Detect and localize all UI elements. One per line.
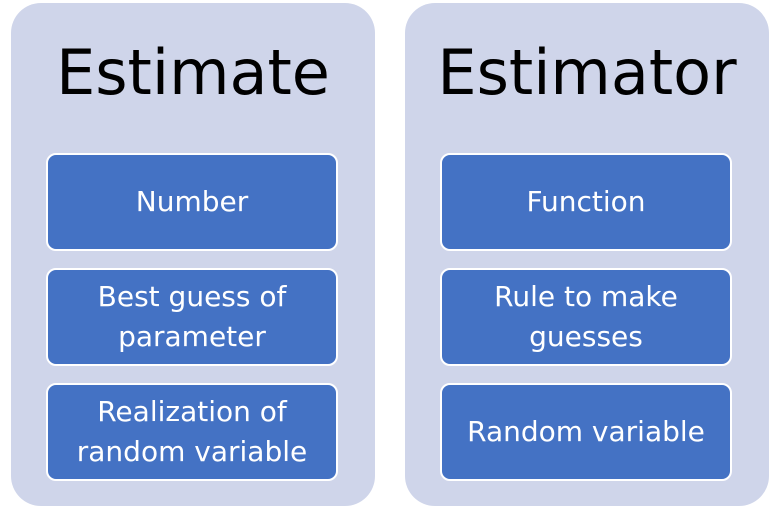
estimator-item-rule: Rule to make guesses [440,268,732,366]
estimator-item-random-variable: Random variable [440,383,732,481]
estimate-item-number: Number [46,153,338,251]
estimator-title: Estimator [437,36,737,109]
estimate-panel: Estimate Number Best guess of parameter … [11,3,375,506]
estimator-item-function: Function [440,153,732,251]
estimator-panel: Estimator Function Rule to make guesses … [405,3,769,506]
estimate-title: Estimate [56,36,330,109]
estimate-item-best-guess: Best guess of parameter [46,268,338,366]
estimate-item-realization: Realization of random variable [46,383,338,481]
